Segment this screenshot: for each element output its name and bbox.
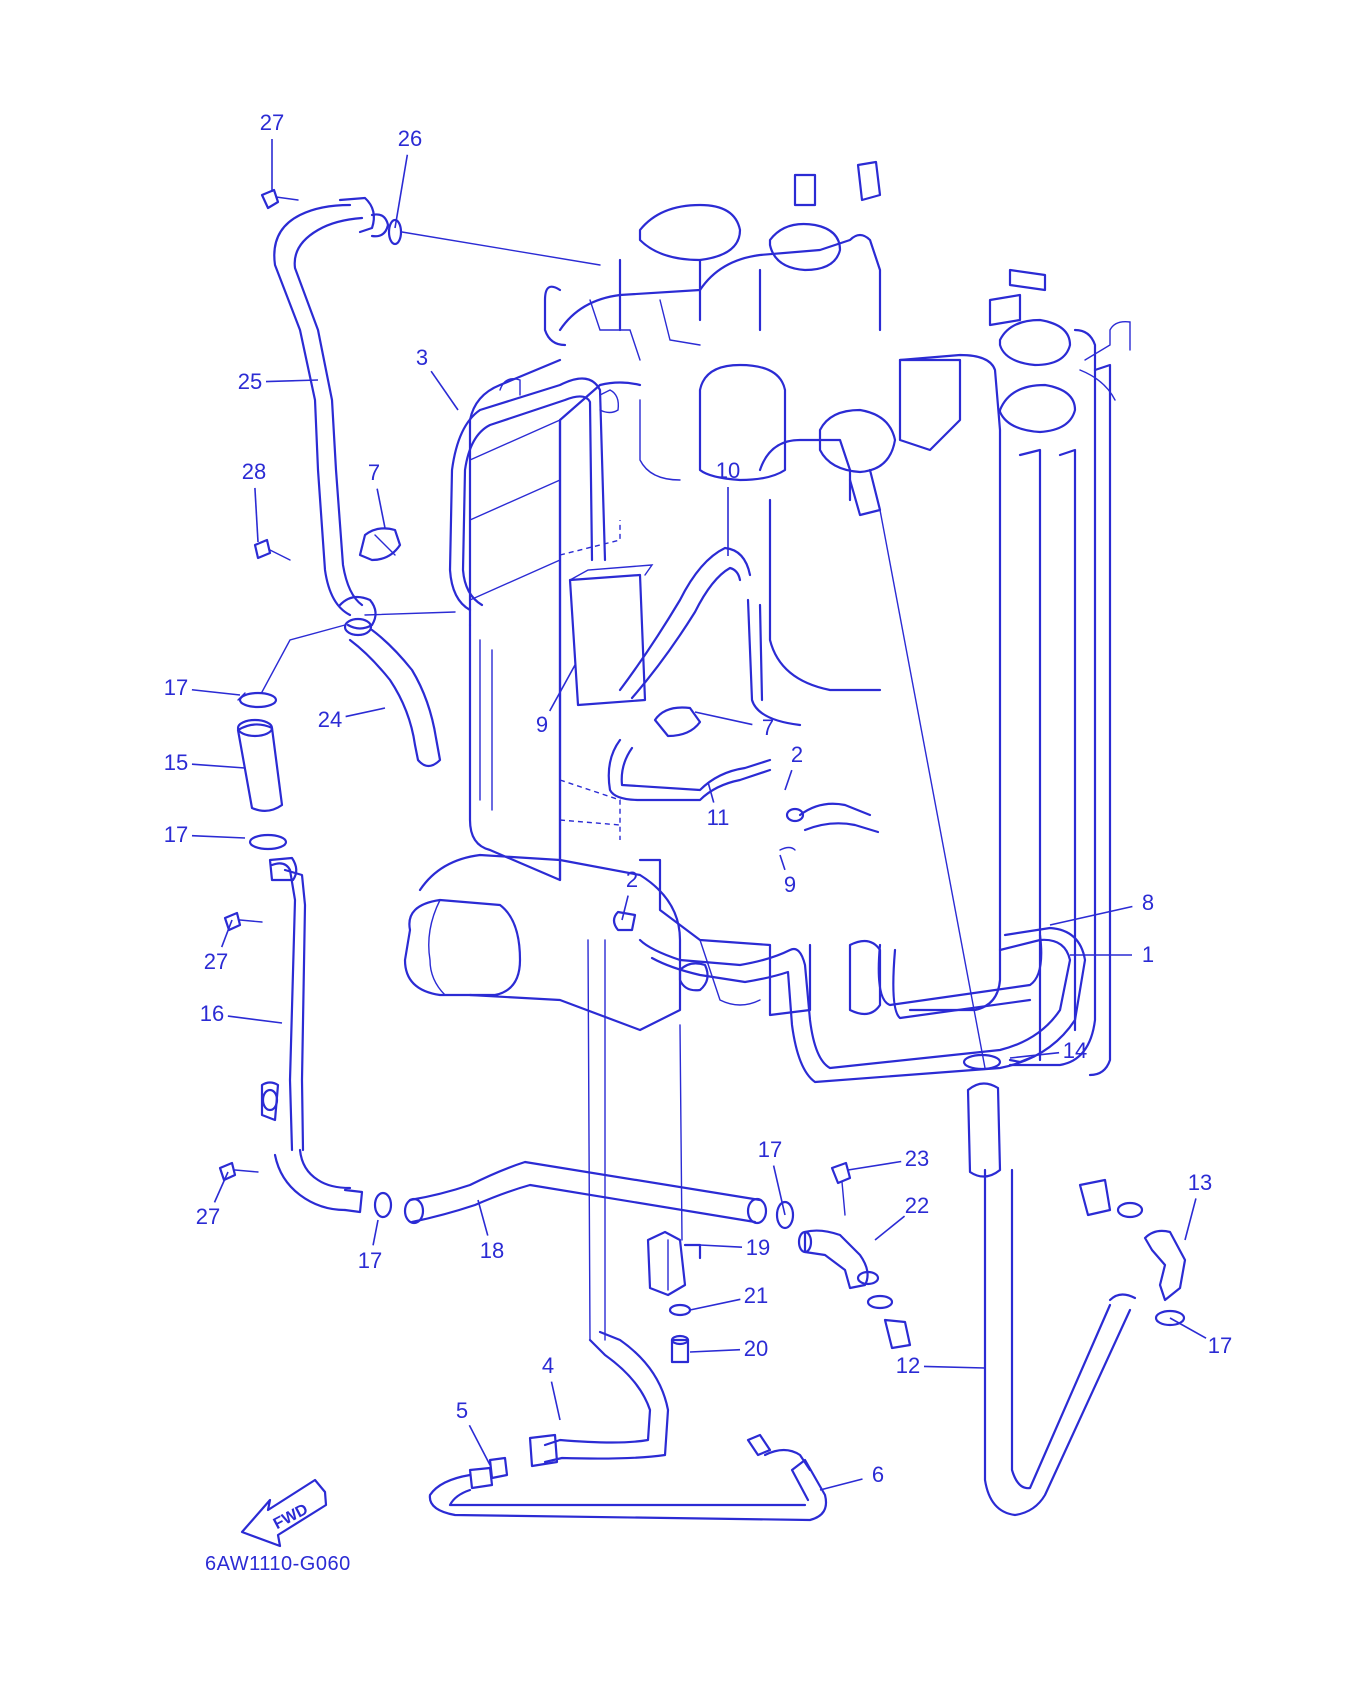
callout-leader-line xyxy=(1184,1198,1197,1241)
callout-number: 14 xyxy=(1063,1038,1087,1063)
callout-leader-line xyxy=(923,1365,986,1369)
callout-number: 26 xyxy=(398,126,422,151)
callout-leader-line xyxy=(376,488,386,529)
callout-number: 13 xyxy=(1188,1170,1212,1195)
callout-number: 12 xyxy=(896,1353,920,1378)
callout-number: 19 xyxy=(746,1235,770,1260)
callout-leader-line xyxy=(345,707,386,718)
callout-leader-line xyxy=(550,1381,561,1421)
callout-number: 11 xyxy=(707,805,730,830)
callout-number: 18 xyxy=(480,1238,504,1263)
callout-leader-line xyxy=(1009,1051,1060,1059)
callout-leader-line xyxy=(779,854,786,871)
callout-leader-line xyxy=(621,895,629,921)
callout-number: 1 xyxy=(1142,942,1154,967)
callout-number: 16 xyxy=(200,1001,224,1026)
callout-number: 17 xyxy=(358,1248,382,1273)
callout-leader-line xyxy=(477,1199,489,1236)
callout-number: 27 xyxy=(196,1204,220,1229)
callout-number: 6 xyxy=(872,1462,884,1487)
callout-leader-line xyxy=(372,1219,379,1246)
callout-number: 28 xyxy=(242,459,266,484)
callout-number: 27 xyxy=(204,949,228,974)
callout-number: 7 xyxy=(368,460,380,485)
callout-leader-line xyxy=(847,1160,902,1171)
diagram-code: 6AW1110-G060 xyxy=(205,1553,351,1575)
callout-leader-line xyxy=(784,769,793,791)
callout-number: 17 xyxy=(164,822,188,847)
callout-leader-line xyxy=(227,1015,283,1024)
callout-number: 9 xyxy=(536,712,548,737)
callout-number: 7 xyxy=(762,715,774,740)
callout-leader-line xyxy=(220,919,233,948)
callout-leader-line xyxy=(265,379,319,383)
callout-leader-line xyxy=(689,1348,741,1353)
callout-leader-line xyxy=(191,834,246,839)
callout-number: 24 xyxy=(318,707,342,732)
callout-number: 20 xyxy=(744,1336,768,1361)
callout-number: 23 xyxy=(905,1146,929,1171)
callout-leader-line xyxy=(254,487,259,543)
callout-leader-line xyxy=(394,154,409,229)
callout-leader-line xyxy=(689,1298,741,1311)
callout-number: 2 xyxy=(626,867,638,892)
callout-leader-line xyxy=(1169,1317,1207,1339)
callout-number: 3 xyxy=(416,345,428,370)
callout-number: 8 xyxy=(1142,890,1154,915)
callout-number: 22 xyxy=(905,1193,929,1218)
callout-number: 2 xyxy=(791,742,803,767)
callout-number: 15 xyxy=(164,750,188,775)
callout-leader-line xyxy=(772,1165,786,1216)
callout-leader-line xyxy=(819,1478,863,1491)
callout-number: 17 xyxy=(164,675,188,700)
engine-block xyxy=(403,160,1131,1077)
callout-leader-line xyxy=(191,763,246,769)
callout-number: 21 xyxy=(744,1283,768,1308)
callout-number: 4 xyxy=(542,1353,554,1378)
callout-leader-line xyxy=(549,664,576,712)
callout-leader-line xyxy=(874,1215,906,1241)
callout-leader-line xyxy=(430,370,459,411)
callout-number: 10 xyxy=(716,458,740,483)
callout-number: 17 xyxy=(1208,1333,1232,1358)
callout-number: 27 xyxy=(260,110,284,135)
callout-leader-line xyxy=(707,781,715,803)
callout-leader-line xyxy=(1049,905,1133,926)
callout-number: 17 xyxy=(758,1137,782,1162)
callout-leader-line xyxy=(694,711,753,726)
callout-leader-line xyxy=(191,688,241,696)
hoses xyxy=(218,188,1187,1522)
fwd-arrow-icon: FWD xyxy=(240,1478,328,1548)
callout-leader-line xyxy=(468,1424,491,1466)
callout-number: 5 xyxy=(456,1398,468,1423)
callout-number: 9 xyxy=(784,872,796,897)
callout-number: 25 xyxy=(238,369,262,394)
callout-leader-line xyxy=(213,1171,229,1203)
callout-leader-line xyxy=(699,1244,743,1248)
